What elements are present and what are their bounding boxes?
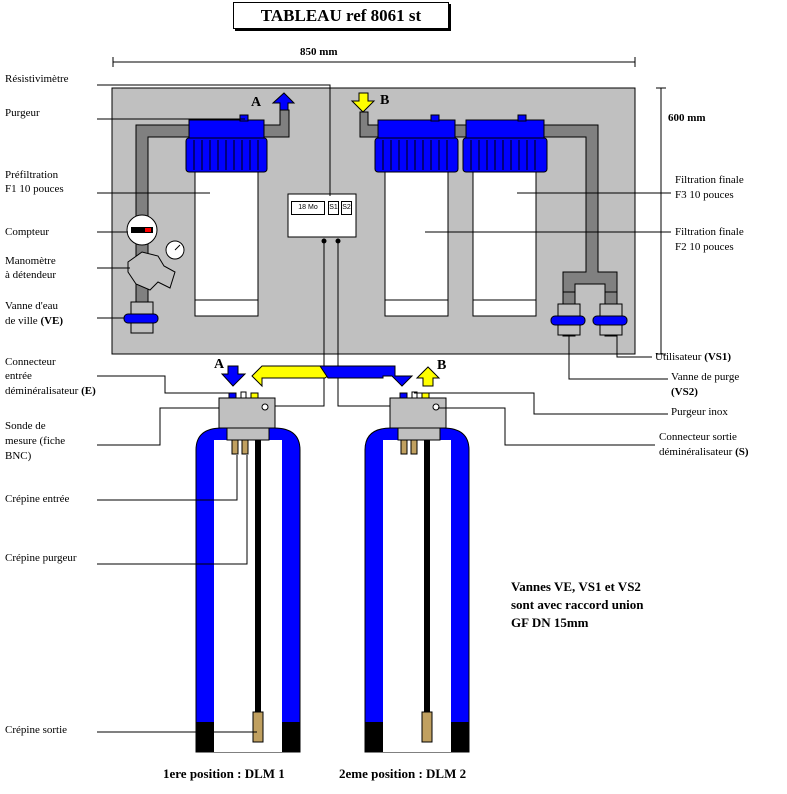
filter-f1	[185, 114, 268, 317]
tank-arrow-b-icon	[415, 366, 441, 387]
label-connecteur-s-1: Connecteur sortie	[659, 431, 737, 443]
label-connecteur-s-code: (S)	[735, 446, 749, 458]
manometre-icon	[127, 240, 185, 291]
height-dimension-line	[656, 87, 666, 355]
label-connecteur-e-3: déminéralisateur (E)	[5, 385, 96, 397]
label-purgeur-inox: Purgeur inox	[671, 406, 728, 418]
page-title: TABLEAU ref 8061 st	[233, 2, 449, 29]
width-dimension-label: 850 mm	[300, 46, 338, 58]
label-connecteur-s-2: déminéralisateur (S)	[659, 446, 749, 458]
panel-arrow-b-icon	[350, 92, 376, 113]
valve-vs2-icon	[550, 303, 586, 336]
label-vanne-ve-2: de ville (VE)	[5, 315, 64, 327]
tank-arrow-a-icon	[220, 365, 247, 387]
label-sonde-3: BNC)	[5, 450, 32, 462]
valves-note: Vannes VE, VS1 et VS2 sont avec raccord …	[511, 579, 644, 630]
width-dimension-line	[112, 57, 636, 67]
label-f2-1: Filtration finale	[675, 226, 744, 238]
label-sonde-2: mesure (fiche	[5, 435, 66, 447]
valve-vs1-icon	[592, 303, 628, 336]
label-crepine-entree: Crépine entrée	[5, 493, 70, 505]
label-vanne-ve-code: (VE)	[40, 315, 64, 327]
label-purgeur: Purgeur	[5, 107, 40, 119]
label-compteur: Compteur	[5, 226, 49, 238]
label-f3-1: Filtration finale	[675, 174, 744, 186]
label-connecteur-e-1: Connecteur	[5, 356, 56, 368]
tank-dlm1	[195, 391, 301, 753]
label-crepine-purgeur: Crépine purgeur	[5, 552, 77, 564]
filter-f2	[374, 114, 459, 317]
label-vanne-ve-1: Vanne d'eau	[5, 300, 58, 312]
tank-dlm2	[364, 391, 470, 753]
position-2-label: 2eme position : DLM 2	[339, 766, 467, 781]
tank-label-b: B	[437, 358, 447, 373]
crossover-arrow-blue-icon	[319, 365, 414, 387]
label-connecteur-e-2: entrée	[5, 370, 32, 382]
label-prefiltration-1: Préfiltration	[5, 169, 59, 181]
label-resistivimetre: Résistivimètre	[5, 73, 69, 85]
label-crepine-sortie: Crépine sortie	[5, 724, 68, 736]
compteur-icon	[126, 214, 158, 246]
label-manometre-2: à détendeur	[5, 269, 56, 281]
crossover-arrow-yellow-icon	[251, 365, 334, 388]
label-connecteur-e-code: (E)	[81, 385, 96, 397]
position-1-label: 1ere position : DLM 1	[163, 766, 285, 781]
label-manometre-1: Manomètre	[5, 255, 56, 267]
valve-ve-icon	[123, 301, 159, 334]
label-utilisateur: Utilisateur (VS1)	[655, 351, 732, 363]
panel-arrow-a-icon	[271, 92, 296, 111]
height-dimension-label: 600 mm	[668, 112, 706, 124]
resistivimetre-key-s1: S1	[328, 201, 339, 215]
resistivimetre-display: 18 Mo	[291, 201, 325, 215]
panel-label-a: A	[251, 95, 262, 110]
label-vanne-purge-code: (VS2)	[671, 386, 698, 398]
filter-f3	[462, 114, 548, 317]
label-vanne-purge: Vanne de purge	[671, 371, 740, 383]
leader-lines	[97, 84, 671, 733]
resistivimetre-key-s2: S2	[341, 201, 352, 215]
label-f2-2: F2 10 pouces	[675, 241, 734, 253]
panel-label-b: B	[380, 93, 390, 108]
tank-label-a: A	[214, 357, 225, 372]
label-utilisateur-code: (VS1)	[704, 351, 732, 363]
label-f3-2: F3 10 pouces	[675, 189, 734, 201]
label-sonde-1: Sonde de	[5, 420, 46, 432]
label-prefiltration-2: F1 10 pouces	[5, 183, 64, 195]
